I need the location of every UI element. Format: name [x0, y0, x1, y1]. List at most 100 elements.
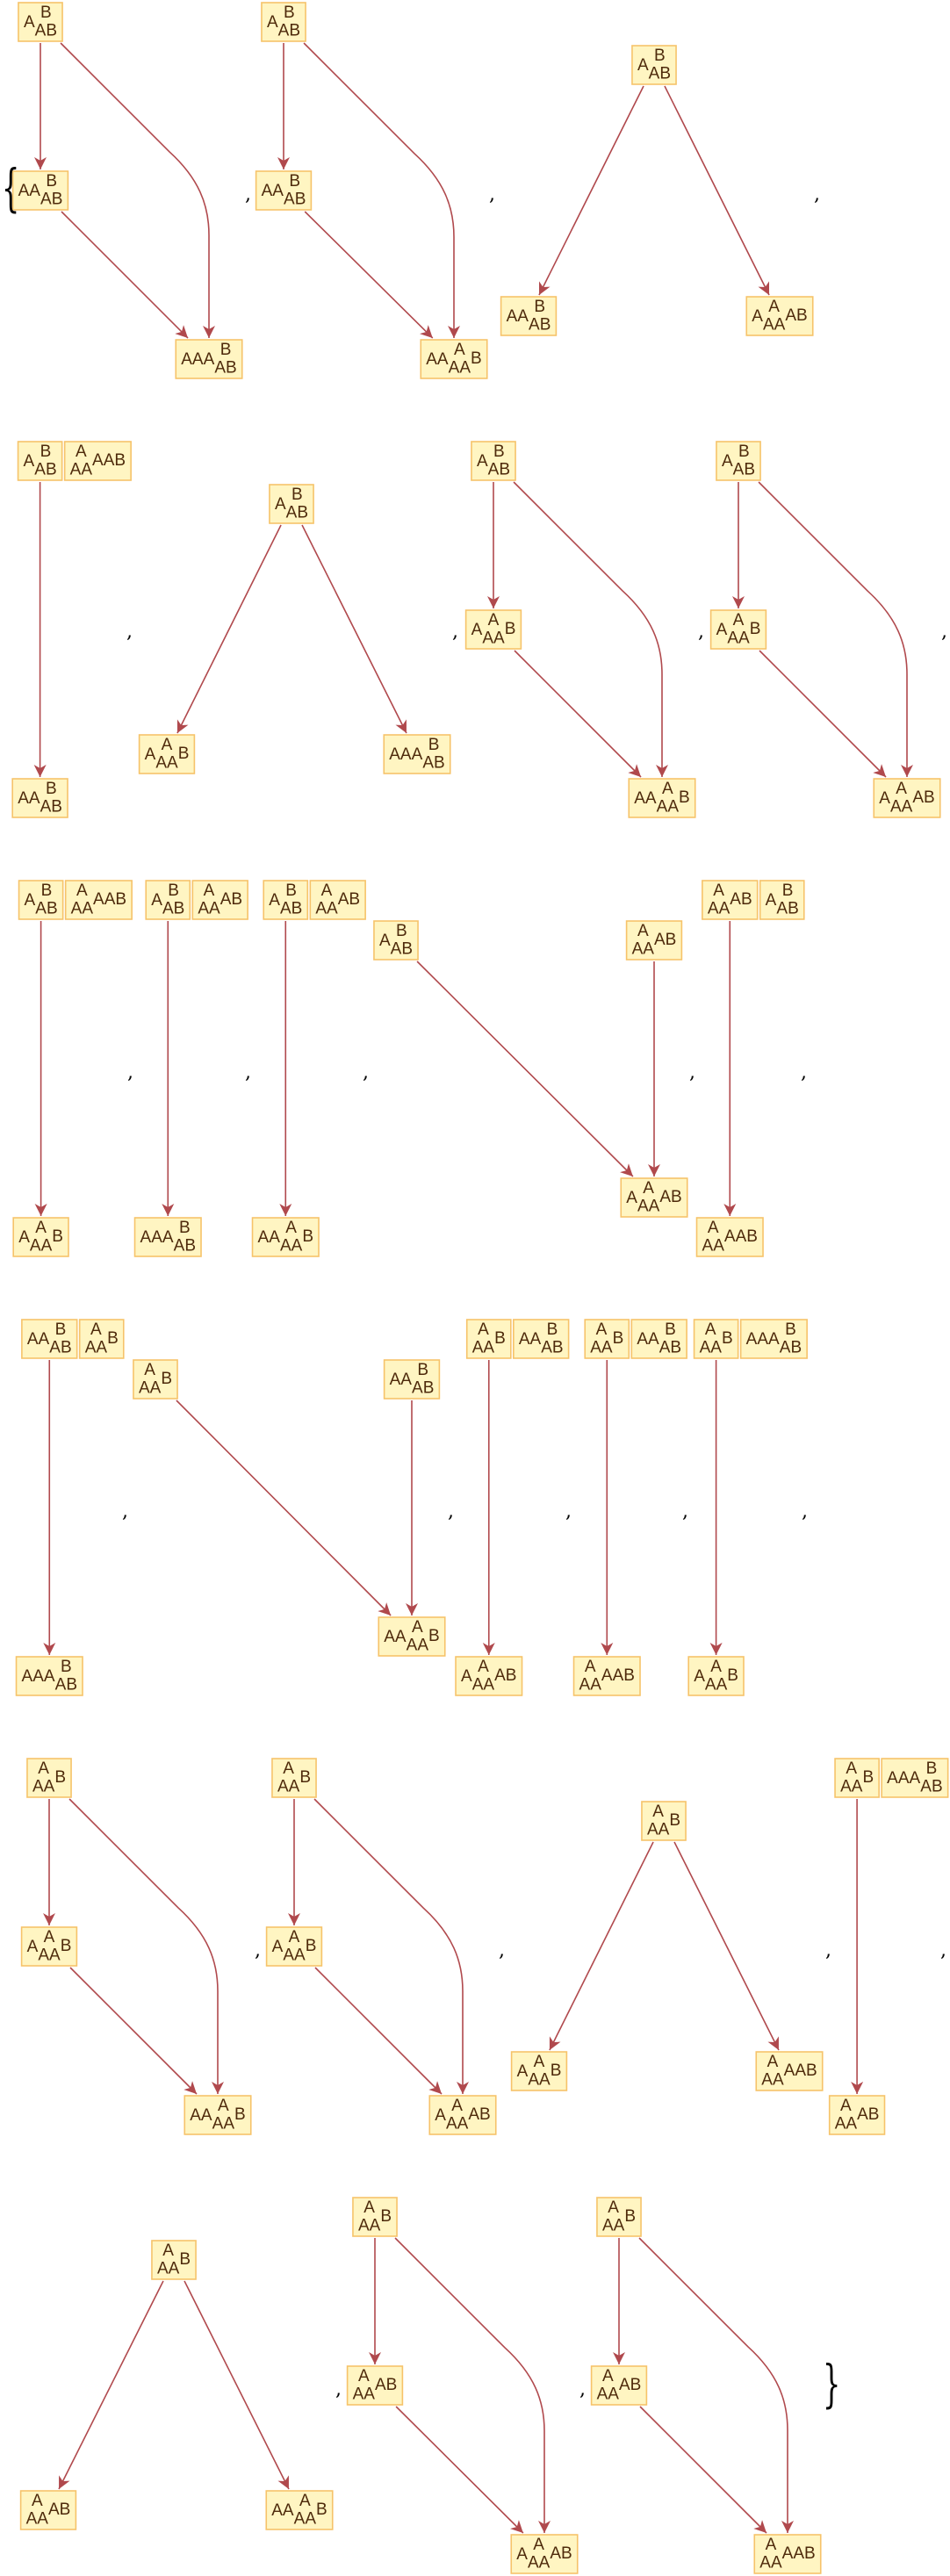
- graph-node[interactable]: [17, 441, 63, 481]
- node-label-sub: AA: [590, 1339, 613, 1357]
- graph-node[interactable]: [695, 1217, 764, 1257]
- graph-node[interactable]: [572, 1656, 641, 1696]
- graph-22-edges: [58, 2280, 290, 2490]
- graph-node[interactable]: [625, 920, 683, 961]
- node-label-sup: A: [766, 2536, 777, 2554]
- graph-node[interactable]: [428, 2095, 497, 2135]
- graph-node[interactable]: [631, 45, 677, 85]
- graph-node[interactable]: [620, 1177, 688, 1218]
- node-label-sup: A: [76, 881, 88, 900]
- graph-node[interactable]: [20, 1926, 78, 1967]
- graph-node[interactable]: [628, 778, 696, 818]
- graph-node[interactable]: [63, 441, 132, 481]
- graph-node[interactable]: [759, 880, 805, 920]
- graph-node[interactable]: [309, 880, 366, 920]
- graph-node[interactable]: [15, 1656, 83, 1696]
- graph-node[interactable]: [251, 1217, 320, 1257]
- graph-node[interactable]: [464, 609, 522, 650]
- graph-node[interactable]: [596, 2197, 642, 2237]
- graph-node[interactable]: [265, 1926, 323, 1967]
- node-label-post: B: [862, 1768, 874, 1787]
- graph-node[interactable]: [513, 1319, 570, 1359]
- graph-node[interactable]: [191, 880, 248, 920]
- graph-node[interactable]: [641, 1801, 687, 1841]
- graph-node[interactable]: [373, 920, 419, 961]
- edges-layer: [33, 42, 913, 2534]
- graph-node[interactable]: [11, 778, 68, 818]
- node-label-sub: AB: [280, 900, 302, 918]
- graph-node[interactable]: [265, 2490, 334, 2530]
- graph-node[interactable]: [709, 609, 767, 650]
- graph-node[interactable]: [184, 2095, 252, 2135]
- graph-node[interactable]: [138, 734, 196, 774]
- node-label-pre: A: [766, 891, 777, 910]
- graph-node[interactable]: [269, 484, 314, 524]
- graph-node[interactable]: [261, 2, 306, 42]
- graph-node[interactable]: [687, 1656, 745, 1696]
- graph-node[interactable]: [383, 734, 451, 774]
- graph-node[interactable]: [584, 1319, 630, 1359]
- graph-node[interactable]: [175, 339, 243, 379]
- graph-node[interactable]: [693, 1319, 739, 1359]
- node-label-sub: AA: [38, 1946, 61, 1965]
- graph-node[interactable]: [19, 2490, 77, 2530]
- graph-node[interactable]: [346, 2365, 404, 2406]
- node-label-sup: B: [428, 736, 440, 754]
- graph-node[interactable]: [739, 1319, 808, 1359]
- graph-node[interactable]: [465, 1319, 512, 1359]
- node-label-sup: B: [61, 1658, 72, 1676]
- node-label-pre: A: [477, 452, 488, 471]
- graph-node[interactable]: [145, 880, 191, 920]
- graph-node[interactable]: [881, 1758, 949, 1798]
- graph-node[interactable]: [630, 1319, 687, 1359]
- graph-node[interactable]: [753, 2534, 822, 2574]
- node-label-post: B: [179, 2250, 191, 2269]
- node-label-pre: AA: [262, 182, 284, 200]
- graph-node[interactable]: [18, 2, 63, 42]
- node-label-sub: AB: [391, 940, 413, 959]
- graph-node[interactable]: [834, 1758, 880, 1798]
- graph-node[interactable]: [510, 2534, 579, 2574]
- node-label-sup: B: [493, 443, 505, 461]
- graph-node[interactable]: [755, 2051, 824, 2091]
- graph-node[interactable]: [352, 2197, 398, 2237]
- graph-node[interactable]: [151, 2240, 197, 2280]
- graph-node[interactable]: [510, 2051, 568, 2091]
- graph-node[interactable]: [455, 1656, 523, 1696]
- graph-node[interactable]: [420, 339, 488, 379]
- graph-node[interactable]: [828, 2095, 886, 2135]
- graph-node[interactable]: [12, 1217, 69, 1257]
- graph-node[interactable]: [133, 1359, 178, 1400]
- graph-node[interactable]: [133, 1217, 202, 1257]
- graph-20-edges: [549, 1841, 780, 2051]
- graph-node[interactable]: [263, 880, 309, 920]
- graph-node[interactable]: [271, 1758, 317, 1798]
- graph-node[interactable]: [716, 441, 761, 481]
- graph-node[interactable]: [21, 1319, 78, 1359]
- node-label-sup: B: [785, 1320, 796, 1339]
- graph-node[interactable]: [590, 2365, 648, 2406]
- node-label-sub: AA: [70, 461, 93, 479]
- list-separator-comma: ,: [489, 183, 495, 205]
- graph-node[interactable]: [378, 1616, 446, 1657]
- graph-node[interactable]: [745, 296, 814, 336]
- node-label-post: AB: [912, 788, 934, 807]
- graph-node[interactable]: [255, 170, 313, 211]
- graph-node[interactable]: [383, 1359, 441, 1400]
- graph-node[interactable]: [11, 170, 69, 211]
- graph-node[interactable]: [702, 880, 759, 920]
- graph-node[interactable]: [873, 778, 941, 818]
- graph-node[interactable]: [26, 1758, 72, 1798]
- graph-node[interactable]: [64, 880, 133, 920]
- graph-node[interactable]: [18, 880, 64, 920]
- graph-node[interactable]: [471, 441, 516, 481]
- graph-node[interactable]: [500, 296, 558, 336]
- graph-node[interactable]: [78, 1319, 125, 1359]
